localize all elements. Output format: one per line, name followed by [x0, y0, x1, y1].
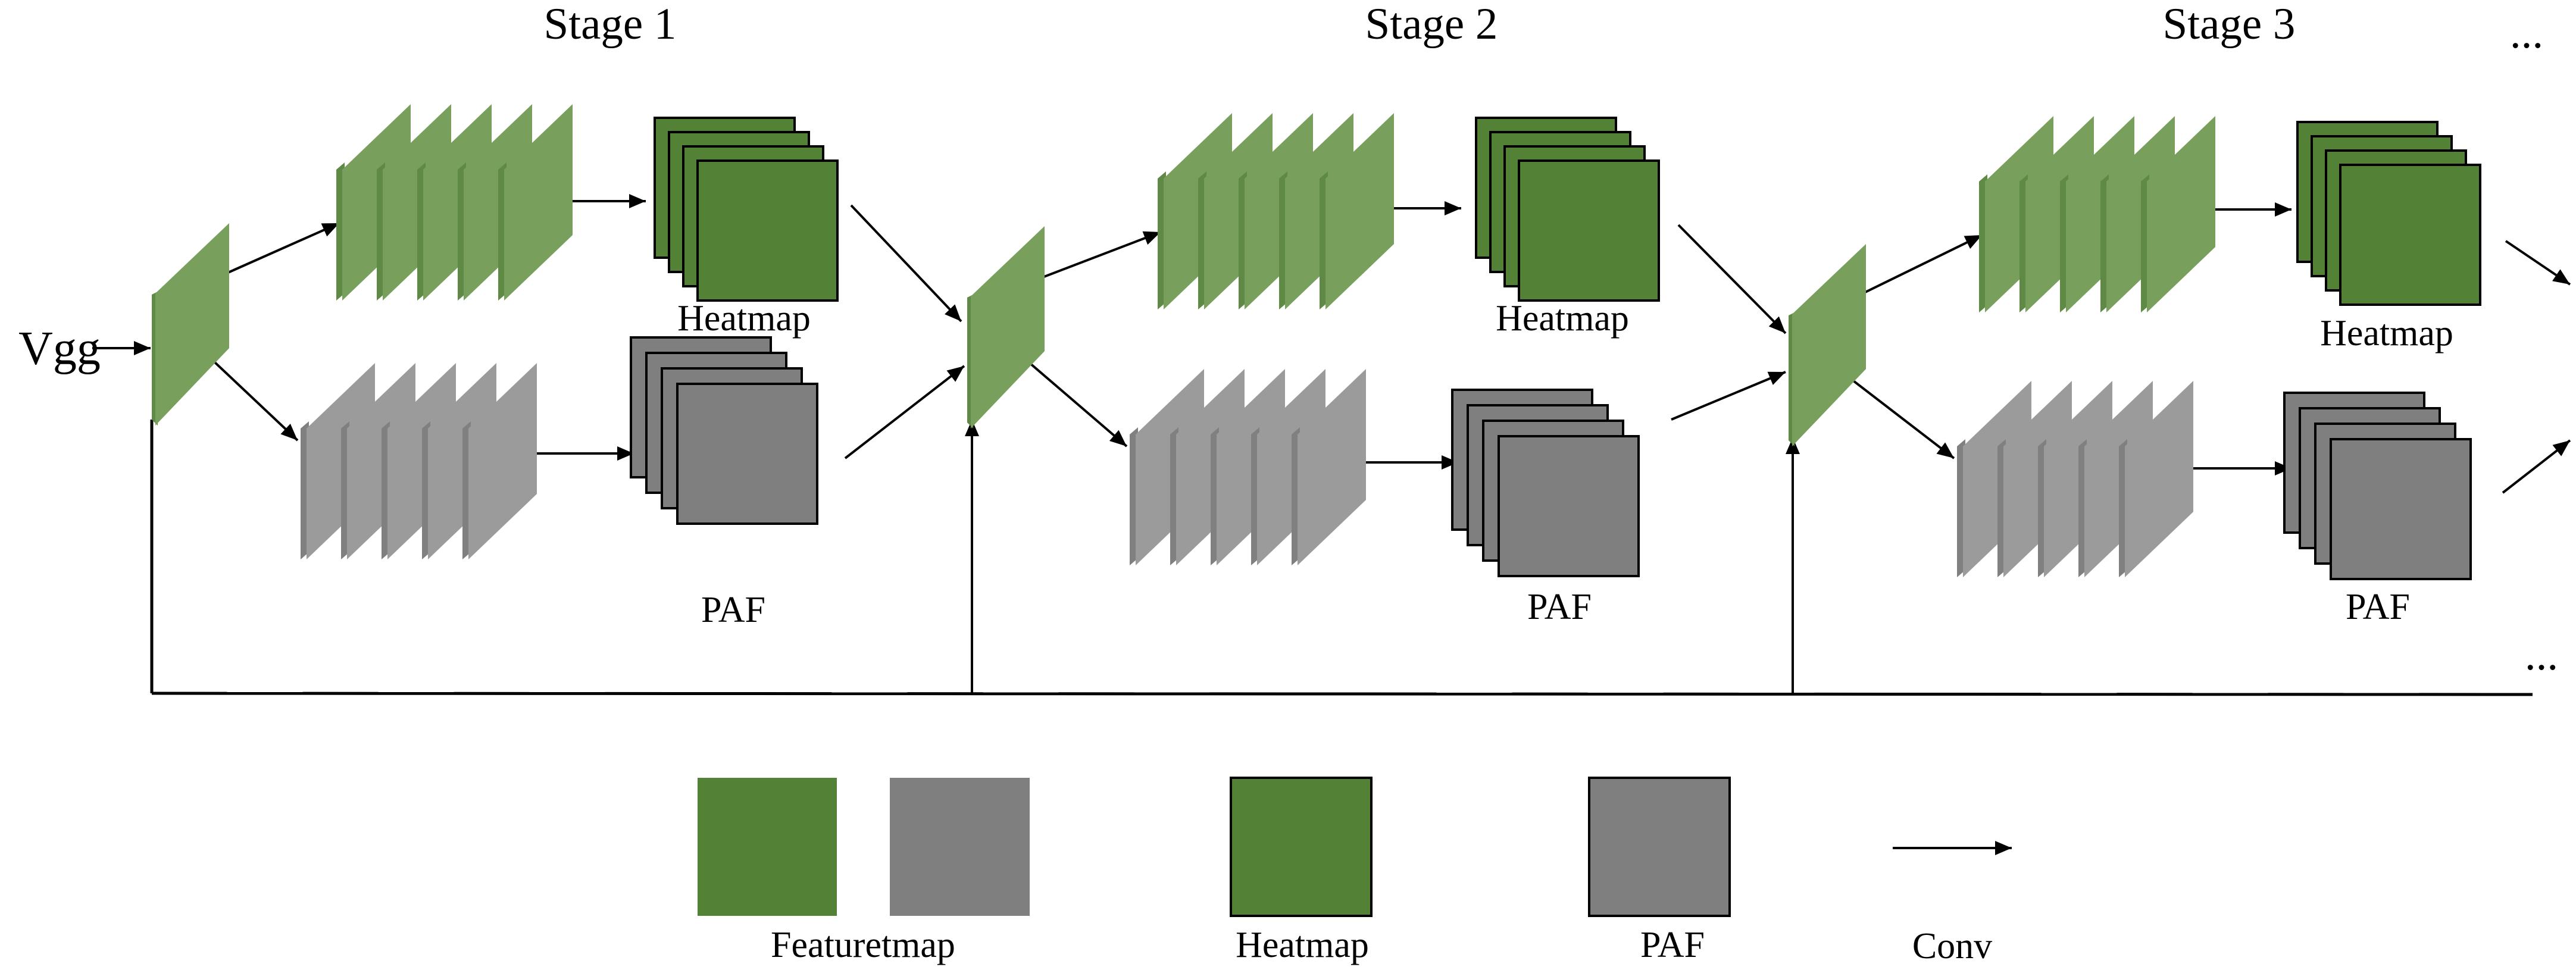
stage-2-title: Stage 2 — [1365, 0, 1498, 49]
stage-3-to-heatmap-branch-arrow-head — [1964, 235, 1982, 249]
legend-paf-swatch — [1588, 777, 1731, 917]
stage-1-paf-conv-arrow-head — [617, 446, 634, 461]
legend-featuremap-gray-swatch — [890, 778, 1030, 916]
legend-conv-label: Conv — [1912, 926, 1992, 966]
stage-2-paf-branch-layers — [1130, 369, 1366, 565]
stage-1-to-heatmap-branch-arrow-head — [321, 223, 339, 237]
stage-2-paf-stack — [1451, 389, 1640, 577]
diagram-blocks — [152, 104, 2481, 917]
stage-2-input-featuremap — [967, 226, 1045, 428]
legend-featuremap-label: Featuretmap — [771, 925, 955, 965]
continuation-dots-top: ... — [2510, 8, 2543, 58]
stage-2-paf-stack-map — [1498, 435, 1640, 577]
stage-1-input-featuremap — [152, 223, 229, 426]
stage-3-input-featuremap — [1789, 244, 1866, 446]
stage-1-paf-branch-layers-layer — [468, 363, 537, 559]
stage-1-title: Stage 1 — [544, 0, 677, 49]
stage-3-heatmap-conv-arrow-head — [2275, 202, 2291, 217]
stage-3-heatmap-label: Heatmap — [2320, 313, 2453, 353]
stage-3-heatmap-next-arrow-head — [2552, 269, 2570, 284]
stage-2-paf-label: PAF — [1527, 587, 1592, 627]
legend-heatmap-swatch — [1230, 777, 1373, 917]
stage-1-heatmap-label: Heatmap — [677, 298, 811, 339]
legend — [698, 777, 1731, 917]
legend-featuremap-green-swatch — [698, 778, 837, 916]
stage-3-paf-next-arrow-head — [2552, 440, 2570, 456]
stage-1-heatmap-conv-arrow-head — [629, 194, 646, 208]
stage-2-paf-to-stage-3-arrow — [1671, 371, 1786, 421]
legend-paf-label: PAF — [1640, 925, 1705, 965]
stage-2-paf-to-stage-3-arrow-head — [1767, 371, 1786, 385]
stage-3-heatmap-stack — [2296, 121, 2481, 306]
connection-lines — [92, 194, 2571, 855]
stage-1-paf-stack — [630, 336, 818, 525]
stage-2-to-heatmap-branch-arrow-head — [1142, 231, 1161, 245]
stage-1-to-paf-branch-arrow-head — [280, 424, 298, 440]
stage-1-heatmap-stack — [654, 117, 839, 302]
stage-3-heatmap-stack-map — [2339, 164, 2481, 306]
stage-2-paf-conv-arrow-head — [1442, 455, 1458, 470]
stage-2-heatmap-branch-layers-layer — [1325, 113, 1394, 309]
stage-1-heatmap-to-stage-2-arrow-head — [945, 304, 961, 321]
stage-3-paf-label: PAF — [2346, 587, 2410, 627]
continuation-dots-bottom: ... — [2525, 630, 2558, 680]
stage-2-heatmap-stack-map — [1518, 159, 1660, 302]
skip-arrow-stage-3-head — [1786, 437, 1800, 454]
vgg-input-arrow-head — [134, 341, 151, 355]
vgg-input-label: Vgg — [18, 323, 101, 375]
stage-1-paf-to-stage-2-arrow-head — [946, 366, 964, 382]
legend-conv-arrow-head — [1995, 841, 2012, 855]
stage-2-heatmap-to-stage-3-arrow — [1677, 224, 1787, 334]
stage-1-heatmap-branch-layers — [336, 104, 573, 301]
stage-2-heatmap-conv-arrow-head — [1445, 201, 1461, 215]
stage-2-heatmap-label: Heatmap — [1496, 298, 1629, 339]
stage-3-paf-stack — [2283, 392, 2472, 580]
stage-3-title: Stage 3 — [2163, 0, 2296, 49]
stage-1-heatmap-stack-map — [696, 159, 839, 302]
stage-3-paf-branch-layers — [1957, 381, 2193, 577]
stage-3-to-paf-branch-arrow-head — [1936, 442, 1954, 458]
stage-3-paf-stack-map — [2330, 438, 2472, 580]
stage-2-heatmap-stack — [1475, 117, 1660, 302]
stage-1-heatmap-branch-layers-layer — [504, 104, 573, 301]
legend-heatmap-label: Heatmap — [1236, 925, 1369, 965]
skip-arrow-stage-2-head — [965, 420, 979, 436]
stage-2-to-paf-branch-arrow-head — [1109, 430, 1127, 446]
stage-1-paf-label: PAF — [701, 590, 765, 630]
stage-2-paf-branch-layers-layer — [1298, 369, 1366, 565]
stage-1-heatmap-to-stage-2-arrow — [850, 204, 962, 323]
stage-1-paf-branch-layers — [301, 363, 537, 559]
skip-line-horizontal — [151, 692, 2533, 696]
stage-1-paf-to-stage-2-arrow — [844, 365, 965, 459]
stage-3-heatmap-branch-layers — [1979, 116, 2215, 312]
stage-3-heatmap-branch-layers-layer — [2147, 116, 2215, 312]
stage-2-heatmap-to-stage-3-arrow-head — [1768, 316, 1786, 333]
stage-2-heatmap-branch-layers — [1158, 113, 1394, 309]
stage-1-paf-stack-map — [676, 383, 818, 525]
stage-3-paf-branch-layers-layer — [2125, 381, 2193, 577]
